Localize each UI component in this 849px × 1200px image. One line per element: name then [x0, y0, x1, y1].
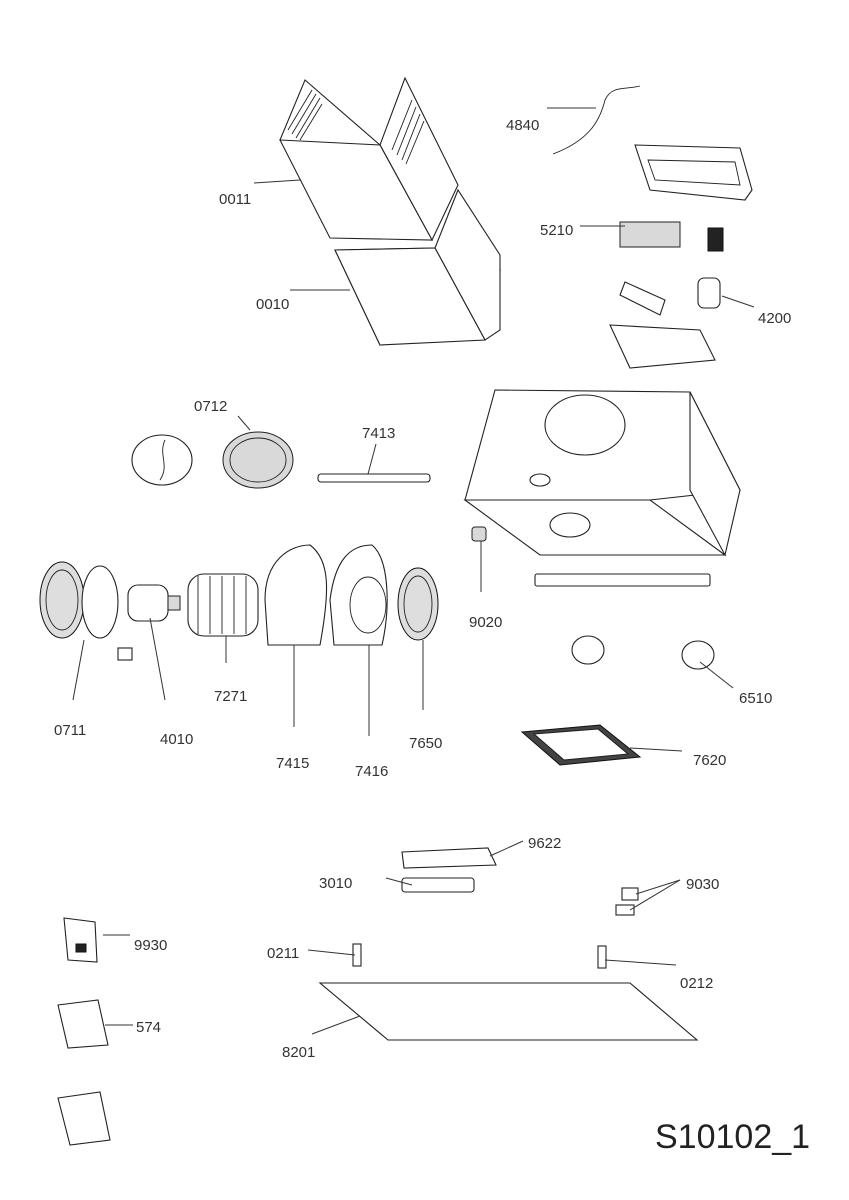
fan-housing-drawing [264, 544, 388, 646]
part-label-9930: 9930 [134, 937, 167, 954]
part-label-9622: 9622 [528, 835, 561, 852]
part-label-0711: 0711 [54, 722, 86, 739]
part-label-6510: 6510 [739, 690, 772, 707]
part-label-8201: 8201 [282, 1044, 315, 1061]
grease-filter-drawing [520, 724, 642, 766]
upper-chimney-drawing [279, 76, 459, 242]
part-label-4010: 4010 [160, 731, 193, 748]
carbon-filter-drawing [131, 431, 294, 489]
fan-grille-drawing [397, 567, 439, 641]
power-cable-drawing [552, 85, 641, 155]
part-label-7650: 7650 [409, 735, 442, 752]
capacitor-drawing [609, 277, 721, 369]
part-labels: 0011 0010 4840 5210 4200 0712 7413 7271 … [54, 117, 810, 1156]
fixing-brackets-drawing [615, 887, 639, 916]
blower-wheel-drawing [187, 573, 259, 637]
hinge-drawing [352, 943, 607, 969]
part-label-5210: 5210 [540, 222, 573, 239]
part-label-7271: 7271 [214, 688, 247, 705]
leader-lines [72, 107, 755, 1035]
part-label-7413: 7413 [362, 425, 395, 442]
part-label-3010: 3010 [319, 875, 352, 892]
part-label-9030: 9030 [686, 876, 719, 893]
part-label-0212: 0212 [680, 975, 713, 992]
rail-drawing [317, 473, 431, 483]
part-label-0011: 0011 [219, 191, 251, 208]
part-label-7620: 7620 [693, 752, 726, 769]
part-label-4200: 4200 [758, 310, 791, 327]
part-label-4840: 4840 [506, 117, 539, 134]
lamp-parts-drawing [401, 847, 497, 893]
hood-body-drawing [463, 389, 741, 557]
fan-motor-drawing [117, 584, 181, 661]
part-label-574: 574 [136, 1019, 161, 1036]
part-label-9020: 9020 [469, 614, 502, 631]
front-rail-drawing [534, 573, 711, 587]
electronics-box-drawing [619, 144, 753, 252]
clip-drawing [471, 526, 487, 542]
part-label-7415: 7415 [276, 755, 309, 772]
part-label-7416: 7416 [355, 763, 388, 780]
control-knob-drawing [571, 635, 715, 670]
part-label-0712: 0712 [194, 398, 227, 415]
lower-chimney-drawing [334, 188, 502, 346]
screw-bag-drawing [57, 999, 111, 1146]
sheet-id: S10102_1 [655, 1118, 810, 1156]
part-label-0211: 0211 [267, 945, 299, 962]
part-label-0010: 0010 [256, 296, 289, 313]
glass-panel-drawing [318, 982, 699, 1041]
motor-grille-drawing [39, 561, 119, 639]
manual-pack-drawing [63, 917, 98, 963]
